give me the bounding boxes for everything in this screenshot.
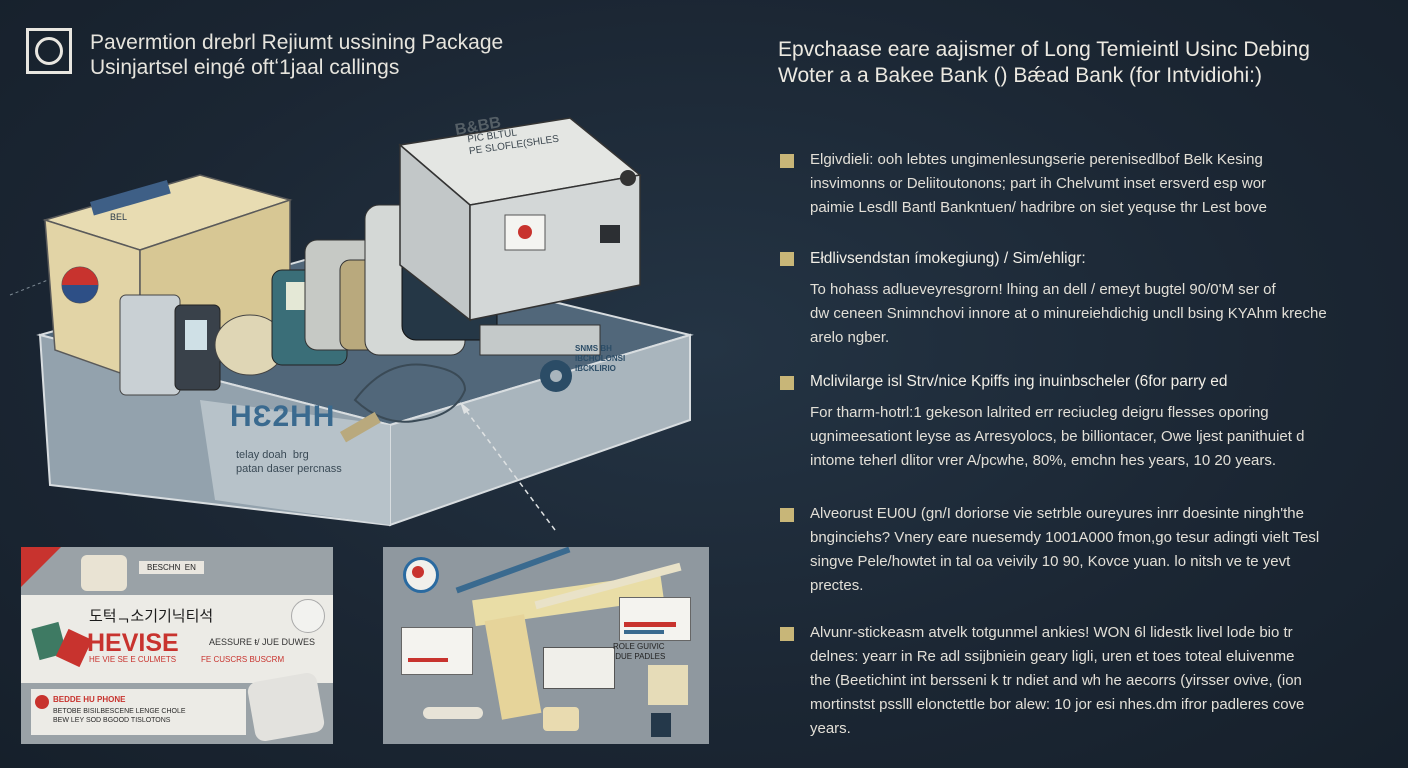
right-panel-title: Epvchaase eare aajismer of Long Temieint…	[778, 37, 1398, 89]
qr-icon	[651, 713, 671, 737]
title-line-1: Pavermtion drebrl Rejiumt ussining Packa…	[90, 31, 504, 54]
box-stripe-label: BEL	[110, 212, 128, 222]
box-label: HƐ2HH	[230, 400, 336, 433]
info-item-2: To hohass adlueveyresgrorn! lhing an del…	[810, 278, 1370, 350]
ticket-icon	[543, 647, 615, 689]
hand-icon	[353, 363, 467, 423]
logo-circle-icon	[35, 37, 63, 65]
appliance-side	[469, 174, 641, 321]
bullet-icon	[780, 508, 794, 522]
info-item-5: Alvunr-stickeasm atvelk totgunmel ankies…	[810, 621, 1370, 741]
document-bar-red	[624, 622, 676, 627]
document-card-1	[401, 627, 473, 675]
info-line: dw ceneen Snimnchovi innore at o minurei…	[810, 305, 1327, 322]
info-line: prectes.	[810, 577, 864, 594]
emblem-center	[550, 370, 562, 382]
page-title: Pavermtion drebrl Rejiumt ussining Packa…	[90, 30, 650, 80]
bag-icon	[246, 671, 326, 743]
cable-icon	[423, 707, 483, 719]
card-sub-left: HE VIE SE E CULMETS	[89, 655, 177, 664]
info-item-4: Alveorust EU0U (gn/I doriorse vie setrbl…	[810, 502, 1370, 598]
document-bar-blue	[624, 630, 664, 634]
info-line: paimie Lesdll Bantl Bankntuen/ hadribre …	[810, 199, 1267, 216]
info-line: the (Beetichint int bersseni k tr ndiet …	[810, 672, 1302, 689]
info-line: For tharm-hotrl:1 gekeson lalrited err r…	[810, 404, 1269, 421]
grille-icon	[543, 707, 579, 731]
pointer-arrow	[461, 404, 556, 531]
info-line: singve Pele/howtet in tal oa veivily 10 …	[810, 553, 1291, 570]
appliance-knob	[620, 170, 636, 186]
card-bottom-panel: BEDDE HU PHONE BETOBE BISILBESCENE LENGE…	[31, 689, 246, 735]
device-in-hand	[339, 412, 381, 443]
box-sub-text: telay doah brg patan daser percnass	[236, 449, 342, 475]
info-card-right: ROLE GUIVIC DUE PADLES	[383, 547, 709, 744]
card-bottom-text: BETOBE BISILBESCENE LENGE CHOLE BEW LEY …	[53, 708, 186, 724]
appliance-plug	[600, 225, 620, 243]
box-stripe	[89, 179, 171, 216]
logo-icon	[26, 28, 72, 74]
info-line: bnginciehs? Vnery eare nuesemdy 1001A000…	[810, 529, 1320, 546]
package-illustration	[9, 117, 694, 531]
info-line: insvimonns or Deliitoutonons; part ih Ch…	[810, 175, 1267, 192]
bullet-icon	[780, 376, 794, 390]
device-1	[119, 294, 181, 396]
bullet-icon	[780, 252, 794, 266]
document-bar	[408, 658, 448, 662]
corner-accent	[21, 547, 61, 587]
info-line: delnes: yearr in Re adl ssijbniein geary…	[810, 648, 1295, 665]
info-item-3-heading: Mclivilarge isl Strv/nice Kpiffs ing inu…	[810, 373, 1228, 390]
arrow-head	[460, 402, 470, 414]
flag-red-half	[62, 267, 98, 285]
card-sub-mid: FE CUSCRS BUSCRM	[201, 655, 285, 664]
info-line: years.	[810, 720, 851, 737]
right-title-line-2: Woter a a Bakee Bank () Bǽad Bank (for I…	[778, 64, 1263, 87]
heart-icon	[35, 695, 49, 709]
badge-icon	[403, 557, 439, 593]
info-item-1: Elgivdieli: ooh lebtes ungimenlesungseri…	[810, 148, 1370, 220]
badge-center	[412, 566, 424, 578]
appliance-indicator	[518, 225, 532, 239]
info-line: To hohass adlueveyresgrorn! lhing an del…	[810, 281, 1276, 298]
info-line: arelo ngber.	[810, 329, 890, 346]
title-line-2: Usinjartsel eingé oftʻ1jaal callings	[90, 56, 400, 79]
sticker-icon	[81, 555, 127, 591]
bullet-icon	[780, 627, 794, 641]
card-tag: BESCHN EN	[139, 561, 204, 574]
bullet-icon	[780, 154, 794, 168]
card-bottom-tag: BEDDE HU PHONE	[53, 695, 126, 704]
paper-scrap	[648, 665, 688, 705]
info-line: mortinstst psslll elonctettle bor alew: …	[810, 696, 1305, 713]
can-icon	[291, 599, 325, 633]
info-item-2-heading: Ełdlivsendstan ímokegiung) / Sim/ehligr:	[810, 250, 1086, 267]
stripe-1	[455, 547, 571, 594]
info-line: intome teherl dlitor vrer A/pcwhe, 80%, …	[810, 452, 1277, 469]
document-card-2	[619, 597, 691, 641]
appliance-panel	[504, 214, 546, 251]
card-banner: 도턱ᆨ소기기닉티석 HEVISE AESSURE ŧ/ JUE DUWES HE…	[21, 595, 333, 683]
info-line: Elgivdieli: ooh lebtes ungimenlesungseri…	[810, 151, 1263, 168]
appliance-base	[479, 324, 601, 356]
info-line: Alveorust EU0U (gn/I doriorse vie setrbl…	[810, 505, 1304, 522]
card-heading: HEVISE	[87, 629, 179, 657]
korean-title: 도턱ᆨ소기기닉티석	[89, 607, 214, 625]
note-label: ROLE GUIVIC DUE PADLES	[613, 642, 666, 661]
flag-blue-half	[62, 285, 98, 303]
box-side-text: SNMS BH IBCHOLONSI IBCKLIRIO	[575, 344, 626, 373]
right-title-line-1: Epvchaase eare aajismer of Long Temieint…	[778, 38, 1310, 61]
info-line: ugnimeesationt leyse as Arresyolocs, be …	[810, 428, 1305, 445]
info-card-left: BESCHN EN 도턱ᆨ소기기닉티석 HEVISE AESSURE ŧ/ JU…	[21, 547, 333, 744]
roll-icon	[484, 614, 542, 720]
card-sub-right: AESSURE ŧ/ JUE DUWES	[209, 637, 316, 647]
info-line: Alvunr-stickeasm atvelk totgunmel ankies…	[810, 624, 1293, 641]
info-item-3: For tharm-hotrl:1 gekeson lalrited err r…	[810, 401, 1370, 473]
device-2-screen	[185, 320, 207, 350]
